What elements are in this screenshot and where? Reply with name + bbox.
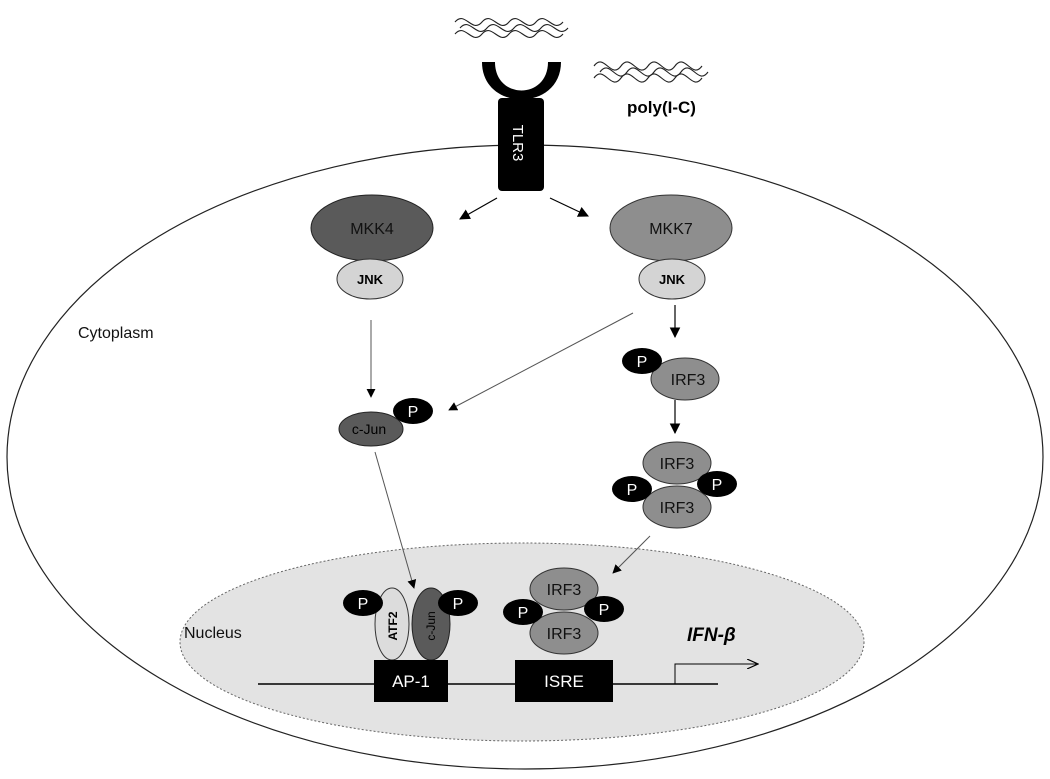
nuc-irf3-top-label: IRF3 — [547, 582, 582, 599]
ap1-cjun-phospho-label: P — [453, 596, 464, 613]
jnk-right-node — [638, 258, 706, 300]
poly-ic-label: poly(I-C) — [627, 98, 696, 117]
arrow-tlr3-to-mkk7 — [549, 197, 589, 217]
isre-site — [515, 660, 613, 702]
nuc-irf3-bottom-label: IRF3 — [547, 626, 582, 643]
irf3-phospho-label: P — [637, 354, 648, 371]
tlr3-receptor-stem — [498, 98, 544, 191]
nuc-irf3-phospho-right — [584, 596, 624, 622]
nucleus — [179, 542, 865, 742]
poly-ic-helix-right — [593, 61, 709, 83]
atf2-phospho-label: P — [358, 596, 369, 613]
nuc-irf3-bottom — [529, 611, 599, 655]
ap1-cjun-label: c-Jun — [424, 611, 438, 640]
arrow-jnk-right-to-cjun — [448, 312, 634, 411]
jnk-left-label: JNK — [357, 272, 384, 287]
irf3-dimer-bottom-label: IRF3 — [660, 500, 695, 517]
nuc-irf3-top — [529, 567, 599, 611]
mkk4-label: MKK4 — [350, 221, 394, 238]
cjun-phospho-label: P — [408, 404, 419, 421]
irf3-label: IRF3 — [671, 372, 706, 389]
poly-ic-helix-left — [454, 18, 569, 38]
cjun-phospho — [393, 398, 433, 424]
nucleus-label: Nucleus — [184, 625, 242, 642]
irf3-dimer-phospho-right-label: P — [712, 477, 723, 494]
nuc-irf3-phospho-right-label: P — [599, 602, 610, 619]
irf3-dimer-phospho-left-label: P — [627, 482, 638, 499]
nuc-irf3-phospho-left-label: P — [518, 605, 529, 622]
ap1-cjun-phospho — [438, 590, 478, 616]
mkk7-label: MKK7 — [649, 221, 693, 238]
cjun-node — [338, 411, 404, 447]
jnk-right-label: JNK — [659, 272, 686, 287]
tlr3-receptor-cup — [482, 62, 561, 100]
irf3-node — [650, 357, 720, 401]
irf3-phospho — [622, 348, 662, 374]
irf3-dimer-bottom — [642, 485, 712, 529]
atf2-phospho — [343, 590, 383, 616]
ap1-site — [374, 660, 448, 702]
irf3-dimer-phospho-left — [612, 476, 652, 502]
tlr3-label: TLR3 — [509, 125, 526, 162]
cytoplasm-label: Cytoplasm — [78, 325, 154, 342]
irf3-dimer-top — [642, 441, 712, 485]
jnk-left-node — [336, 258, 404, 300]
ap1-site-label: AP-1 — [392, 672, 430, 691]
isre-site-label: ISRE — [544, 672, 584, 691]
ifn-beta-label: IFN-β — [687, 625, 736, 646]
arrow-cjun-to-ap1 — [374, 451, 417, 589]
nuc-irf3-phospho-left — [503, 599, 543, 625]
transcription-start-arrow — [674, 664, 758, 684]
atf2-label: ATF2 — [386, 611, 400, 640]
arrow-tlr3-to-mkk4 — [459, 197, 498, 220]
irf3-dimer-phospho-right — [697, 471, 737, 497]
irf3-dimer-top-label: IRF3 — [660, 456, 695, 473]
cjun-label: c-Jun — [352, 421, 386, 437]
arrow-irf3-dimer-to-nucleus — [612, 535, 651, 574]
